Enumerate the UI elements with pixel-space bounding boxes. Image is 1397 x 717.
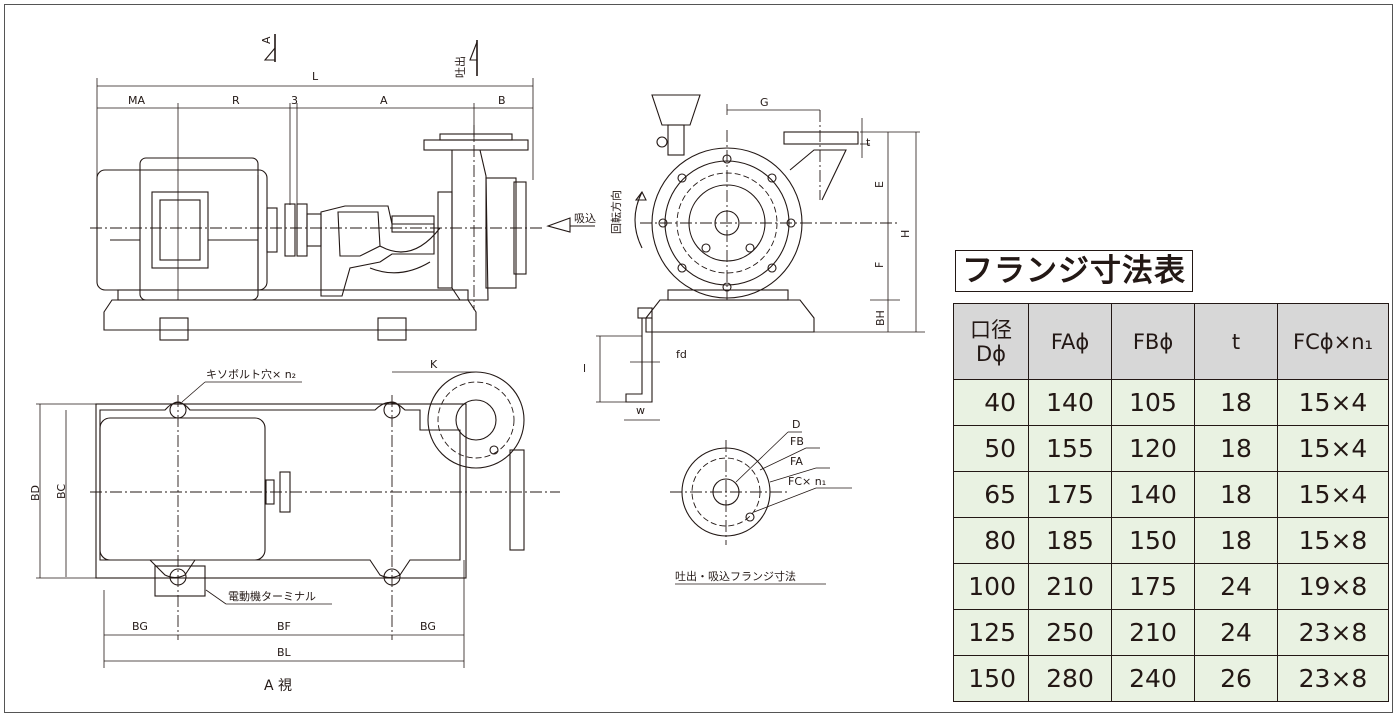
header-bore: 口径 Dϕ [953,303,1029,380]
cell-t: 24 [1194,609,1278,656]
cell-bore: 40 [953,379,1029,426]
cell-fb: 140 [1111,471,1195,518]
cell-fc: 15×4 [1277,379,1389,426]
cell-bore: 150 [953,655,1029,702]
flange-table-title: フランジ寸法表 [955,250,1193,292]
front-view: 回転方向 G t E F H BH l fd w [583,94,925,421]
terminal-label: 電動機ターミナル [228,589,316,603]
dim-bg-left: BG [132,620,148,633]
cell-bore: 80 [953,517,1029,564]
dim-3: 3 [291,94,298,107]
cell-fc: 15×8 [1277,517,1389,564]
cell-t: 26 [1194,655,1278,702]
flange-label-fa: FA [790,455,803,468]
cell-bore: 100 [953,563,1029,610]
dim-bd: BD [29,485,42,501]
cell-fb: 175 [1111,563,1195,610]
cell-fb: 240 [1111,655,1195,702]
dim-bh: BH [874,310,887,326]
cell-t: 18 [1194,379,1278,426]
table-row: 80 185 150 18 15×8 [953,517,1389,564]
cell-fa: 140 [1028,379,1112,426]
cell-fb: 105 [1111,379,1195,426]
flange-label-d: D [792,418,800,431]
cell-bore: 50 [953,425,1029,472]
suction-label: 吸込 [574,212,596,225]
cell-fa: 185 [1028,517,1112,564]
cell-fc: 23×8 [1277,655,1389,702]
header-fb: FBϕ [1111,303,1195,380]
cell-fc: 15×4 [1277,471,1389,518]
dim-bf: BF [277,620,291,633]
cell-fc: 19×8 [1277,563,1389,610]
table-row: 65 175 140 18 15×4 [953,471,1389,518]
table-row: 150 280 240 26 23×8 [953,655,1389,702]
side-view: L MA R 3 A B A 吐出 [90,34,596,341]
cell-fb: 210 [1111,609,1195,656]
cell-fa: 250 [1028,609,1112,656]
table-row: 100 210 175 24 19×8 [953,563,1389,610]
header-fa: FAϕ [1028,303,1112,380]
dim-w: w [636,404,645,417]
cell-fa: 210 [1028,563,1112,610]
cell-fc: 15×4 [1277,425,1389,472]
plan-view-caption: A 視 [264,678,292,694]
dim-a: A [380,94,388,107]
dim-l-bolt: l [583,362,586,375]
dim-b: B [498,94,506,107]
header-t: t [1194,303,1278,380]
table-row: 40 140 105 18 15×4 [953,379,1389,426]
dim-h: H [899,230,912,238]
table-header-row: 口径 Dϕ FAϕ FBϕ t FCϕ×n₁ [953,303,1389,380]
dim-r: R [232,94,240,107]
dim-f: F [873,262,886,268]
cell-t: 24 [1194,563,1278,610]
dim-ma: MA [128,94,145,107]
cell-t: 18 [1194,471,1278,518]
cell-bore: 65 [953,471,1029,518]
flange-label-fc: FC× n₁ [788,475,826,488]
dim-t: t [866,136,871,149]
dim-bl: BL [277,646,292,659]
dim-bg-right: BG [420,620,436,633]
dim-bc: BC [55,484,68,499]
cell-fa: 175 [1028,471,1112,518]
cell-t: 18 [1194,517,1278,564]
cell-t: 18 [1194,425,1278,472]
dim-e: E [873,181,886,188]
discharge-label: 吐出 [453,56,467,78]
section-marker-a: A [260,36,273,44]
header-fc: FCϕ×n₁ [1277,303,1389,380]
foundation-bolt-label: キソボルト穴× n₂ [206,367,296,381]
flange-label-fb: FB [790,435,804,448]
dim-fd: fd [676,348,687,361]
dim-g: G [760,96,769,109]
flange-table: 口径 Dϕ FAϕ FBϕ t FCϕ×n₁ 40 140 105 18 15×… [953,303,1389,702]
cell-fa: 155 [1028,425,1112,472]
cell-fc: 23×8 [1277,609,1389,656]
plan-view: K キソボルト穴× n₂ 電動機ターミナル BD BC BG BF BG BL … [29,358,560,694]
flange-detail: D FB FA FC× n₁ 吐出・吸込フランジ寸法 [670,418,852,585]
dim-k: K [430,358,438,371]
cell-fb: 120 [1111,425,1195,472]
cell-bore: 125 [953,609,1029,656]
rotation-label: 回転方向 [609,190,623,234]
flange-detail-caption: 吐出・吸込フランジ寸法 [675,569,796,583]
cell-fa: 280 [1028,655,1112,702]
table-row: 125 250 210 24 23×8 [953,609,1389,656]
table-row: 50 155 120 18 15×4 [953,425,1389,472]
dim-l: L [312,70,319,83]
cell-fb: 150 [1111,517,1195,564]
